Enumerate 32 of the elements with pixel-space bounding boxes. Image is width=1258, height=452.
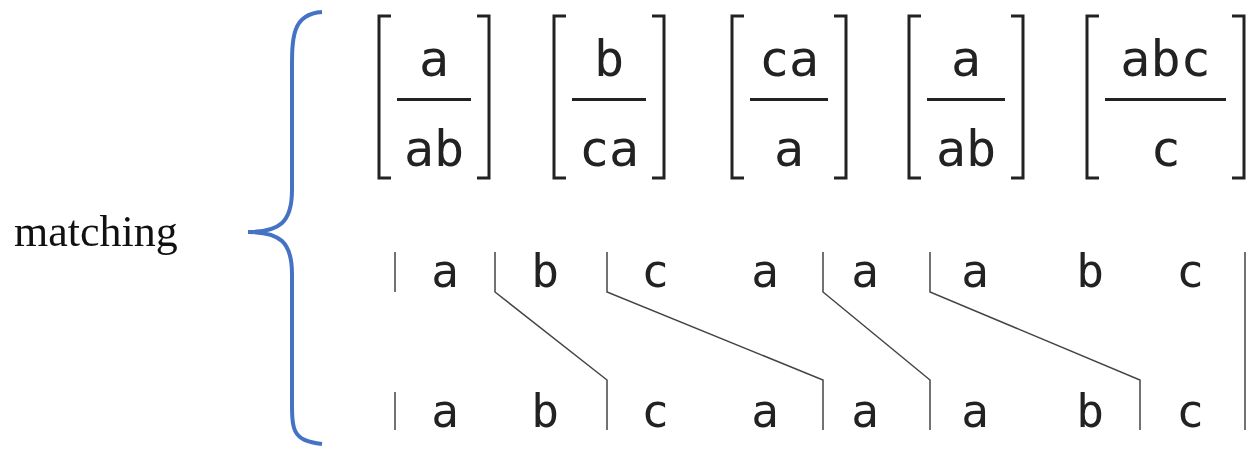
bottom-letter: a xyxy=(750,388,780,434)
bottom-letter: a xyxy=(430,388,460,434)
bottom-letter: b xyxy=(530,388,560,434)
domino xyxy=(905,12,1027,182)
domino-bottom-text: ab xyxy=(934,124,998,174)
matching-label: matching xyxy=(14,210,178,254)
domino xyxy=(550,12,668,182)
top-letter: c xyxy=(640,248,670,294)
domino-top-text: b xyxy=(592,34,626,84)
domino-bottom-text: a xyxy=(772,124,806,174)
bottom-letter: a xyxy=(850,388,880,434)
top-letter: b xyxy=(1075,248,1105,294)
bottom-letter: c xyxy=(640,388,670,434)
domino-top-text: ca xyxy=(757,34,821,84)
domino-bottom-text: c xyxy=(1149,124,1182,174)
top-letter: a xyxy=(750,248,780,294)
top-letter: b xyxy=(530,248,560,294)
top-letter: a xyxy=(960,248,990,294)
top-letter: a xyxy=(430,248,460,294)
domino-top-text: a xyxy=(949,34,983,84)
bottom-letter: a xyxy=(960,388,990,434)
domino-top-text: abc xyxy=(1119,34,1212,84)
top-letter: c xyxy=(1175,248,1205,294)
bottom-letter: c xyxy=(1175,388,1205,434)
domino xyxy=(1083,12,1248,182)
domino-bottom-text: ab xyxy=(402,124,466,174)
domino xyxy=(375,12,493,182)
domino xyxy=(728,12,850,182)
domino-top-text: a xyxy=(417,34,451,84)
top-letter: a xyxy=(850,248,880,294)
domino-bottom-text: ca xyxy=(577,124,641,174)
bottom-letter: b xyxy=(1075,388,1105,434)
